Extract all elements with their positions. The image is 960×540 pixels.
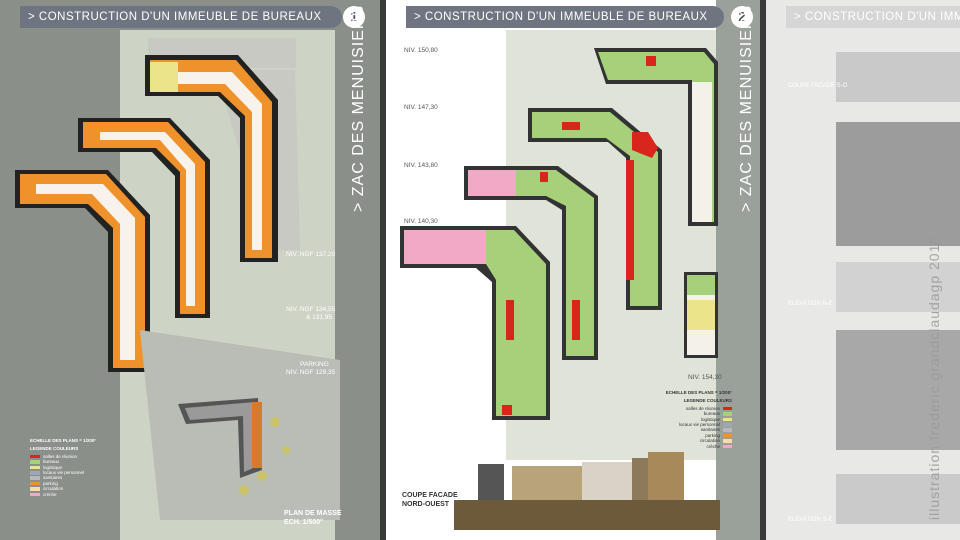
legend-item: bureaux [30,459,140,464]
legend-item: circulation [648,438,732,443]
color-legend: ECHELLE DES PLANS = 1/200° LEGENDE COULE… [648,390,732,449]
facade-section [454,452,720,530]
elevation-se-image [836,474,960,524]
board3-label: ELEVATION N-E [788,301,833,307]
board-3: > CONSTRUCTION D'UN IMMEUBLE COUPE FACAD… [766,0,960,540]
watermark: illustration frederic grandclaudagp 2013 [926,234,942,520]
legend-item: sanitaires [30,475,140,480]
level-label: PARKING [300,361,329,368]
level-label: NIV. NGF 134,55 [286,306,336,313]
level-label: NIV. NGF 137,20 [286,251,336,258]
level-label: NIV. 140,30 [404,218,438,225]
level-label: NIV. 154,30 [688,374,722,381]
legend-item: parking [648,433,732,438]
board-number: 2 [731,6,753,28]
plan-level-147 [528,108,662,310]
legend-item: locaux vie personnel [648,422,732,427]
level-label: NIV. 150,80 [404,47,438,54]
plan-level-140 [400,226,550,420]
board-title: > CONSTRUCTION D'UN IMMEUBLE [786,6,960,28]
level-label: & 131,95 [306,314,333,321]
plan-level-143 [464,166,598,360]
plan-de-masse [140,330,340,520]
plan-level-150 [594,48,718,226]
legend-item: logistique [30,465,140,470]
section-caption: COUPE FACADE [402,492,458,499]
legend-item: parking [30,481,140,486]
board-1: > CONSTRUCTION D'UN IMMEUBLE DE BUREAUX … [0,0,380,540]
plan-parking [15,170,150,372]
legend-item: salles de réunion [648,406,732,411]
masse-caption: ECH. 1/500° [284,519,323,526]
board3-label: COUPE FACADE S-O [788,83,848,89]
side-band [716,0,760,540]
street-image [836,122,960,246]
legend-title: LEGENDE COULEURS [30,446,79,452]
legend-item: sanitaires [648,427,732,432]
scale-text: ECHELLE DES PLANS = 1/200° [665,390,732,395]
section-caption: NORD-OUEST [402,501,450,508]
legend-item: bureaux [648,411,732,416]
board3-label: ELEVATION S-E [788,517,833,523]
level-label: NIV. 143,80 [404,162,438,169]
legend-item: logistique [648,417,732,422]
legend-item: salles de réunion [30,454,140,459]
board-2: > CONSTRUCTION D'UN IMMEUBLE DE BUREAUX … [386,0,760,540]
legend-item: circulation [30,486,140,491]
legend-item: crèche [648,444,732,449]
section-image [836,52,960,102]
board-title: > CONSTRUCTION D'UN IMMEUBLE DE BUREAUX [20,6,342,28]
floor-plans-svg [400,48,720,530]
board-title: > CONSTRUCTION D'UN IMMEUBLE DE BUREAUX [406,6,724,28]
legend-item: locaux vie personnel [30,470,140,475]
level-label: NIV. NGF 129,35 [286,369,336,376]
legend-title: LEGENDE COULEURS [683,398,732,404]
perspective-image [836,330,960,450]
legend-item: crèche [30,492,140,497]
plan-level-154 [684,272,718,358]
masse-caption: PLAN DE MASSE [284,510,342,517]
elevation-ne-image [836,262,960,312]
color-legend: ECHELLE DES PLANS = 1/200° LEGENDE COULE… [30,438,140,497]
plan-level-134 [78,118,210,318]
board-number: 1 [343,6,365,28]
level-label: NIV. 147,30 [404,104,438,111]
scale-text: ECHELLE DES PLANS = 1/200° [30,438,97,443]
plan-level-137 [145,55,278,262]
floor-plans-svg [15,38,340,520]
